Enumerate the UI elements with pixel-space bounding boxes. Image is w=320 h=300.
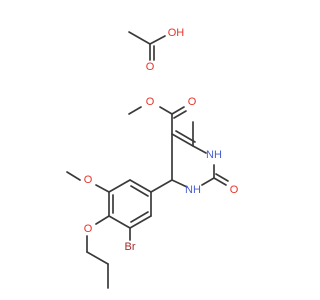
methoxy-group [66,171,110,193]
atom-o-ester: O [146,96,155,108]
bond-ar5-ar6 [129,215,152,229]
bond-c5-c6-double [175,130,196,143]
bond-c6-n1 [192,145,207,154]
bond-c2-o [213,177,227,186]
bond-ar5-ar6-double [130,211,149,223]
bond-carbonyl-o [171,106,185,115]
bond-ar-o-methoxy [95,184,110,193]
atom-o-propoxy: O [84,223,93,235]
atom-oh-acetic: OH [168,27,185,39]
atom-o-urea: O [230,184,239,196]
aryl-ring [108,179,173,229]
bond-ar-o-propoxy [95,215,110,225]
bond-ch3-c [128,31,151,45]
bond-methyl-o [128,106,142,115]
methyl-ester [128,106,187,135]
bond-o-carbonyl [159,106,173,115]
propoxy-group [86,215,110,289]
atom-br: Br [125,241,136,253]
bond-ar2-ar3 [108,179,131,193]
bond-ar1-ar2-double [130,185,149,197]
molecule-diagram: OH O O O NH O NH O O Br [66,27,239,289]
bond-ar4-ar5 [108,215,131,229]
atom-o-methoxy: O [84,174,93,186]
bond-o-methyl [66,171,81,181]
bond-c2-n3 [201,177,215,186]
acetic-acid [128,31,166,61]
bond-c5-c6 [171,133,194,147]
atom-n-top: NH [206,149,222,161]
atom-o-ester-carbonyl: O [188,96,197,108]
pyrimidinone-ring [171,121,229,188]
bond-ch2-ch2 [86,251,109,265]
bond-n3-c4 [171,179,188,188]
atom-n-bottom: NH [185,184,201,196]
bond-ar1-ar2 [129,179,152,193]
structure-canvas: OH O O O NH O NH O O Br [66,27,239,289]
bond-carbonyl-o-double [173,110,187,119]
bond-c4-aryl [150,179,173,193]
atom-o-acetic: O [146,61,155,73]
bond-c-oh [149,35,166,45]
bond-c2-o-double [215,173,229,182]
